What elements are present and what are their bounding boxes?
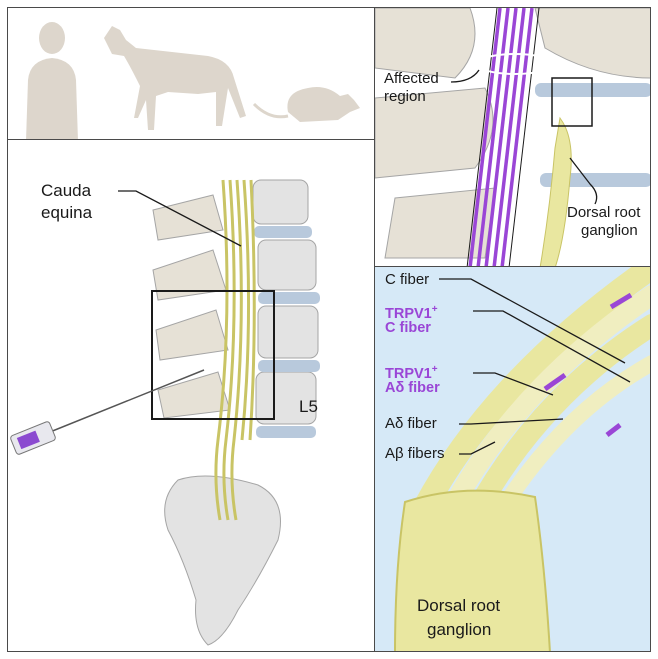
closeup-panel: Affected region Dorsal root ganglion	[374, 7, 651, 267]
sacrum	[165, 476, 281, 645]
fiber-bundle	[425, 267, 651, 529]
drg-bottom-label-2: ganglion	[427, 619, 491, 641]
affected-label-1: Affected	[384, 70, 439, 88]
species-panel	[7, 7, 375, 140]
ab-fibers-label: Aβ fibers	[385, 445, 444, 463]
ad-fiber-label: Aδ fiber	[385, 415, 437, 433]
dog-silhouette	[104, 26, 246, 130]
cauda-equina-label-2: equina	[41, 202, 92, 224]
trpv1-c-label-2: C fiber	[385, 319, 431, 337]
drg-top-label-1: Dorsal root	[567, 204, 640, 222]
affected-label-2: region	[384, 88, 426, 106]
closeup-dorsal-root-ganglion	[540, 118, 571, 267]
spine-panel: Cauda equina L5	[7, 139, 375, 652]
drg-top-label-2: ganglion	[581, 222, 638, 240]
fibers-panel: C fiber TRPV1+ C fiber TRPV1+ Aδ fiber A…	[374, 266, 651, 652]
human-silhouette	[26, 22, 78, 140]
drg-bottom-label-1: Dorsal root	[417, 595, 500, 617]
species-silhouettes	[8, 8, 375, 140]
c-fiber-label: C fiber	[385, 271, 429, 289]
trpv1-ad-label-2: Aδ fiber	[385, 379, 440, 397]
laminae	[153, 195, 230, 418]
cauda-equina-label-1: Cauda	[41, 180, 91, 202]
mouse-silhouette	[254, 87, 360, 122]
l5-label: L5	[299, 396, 318, 418]
